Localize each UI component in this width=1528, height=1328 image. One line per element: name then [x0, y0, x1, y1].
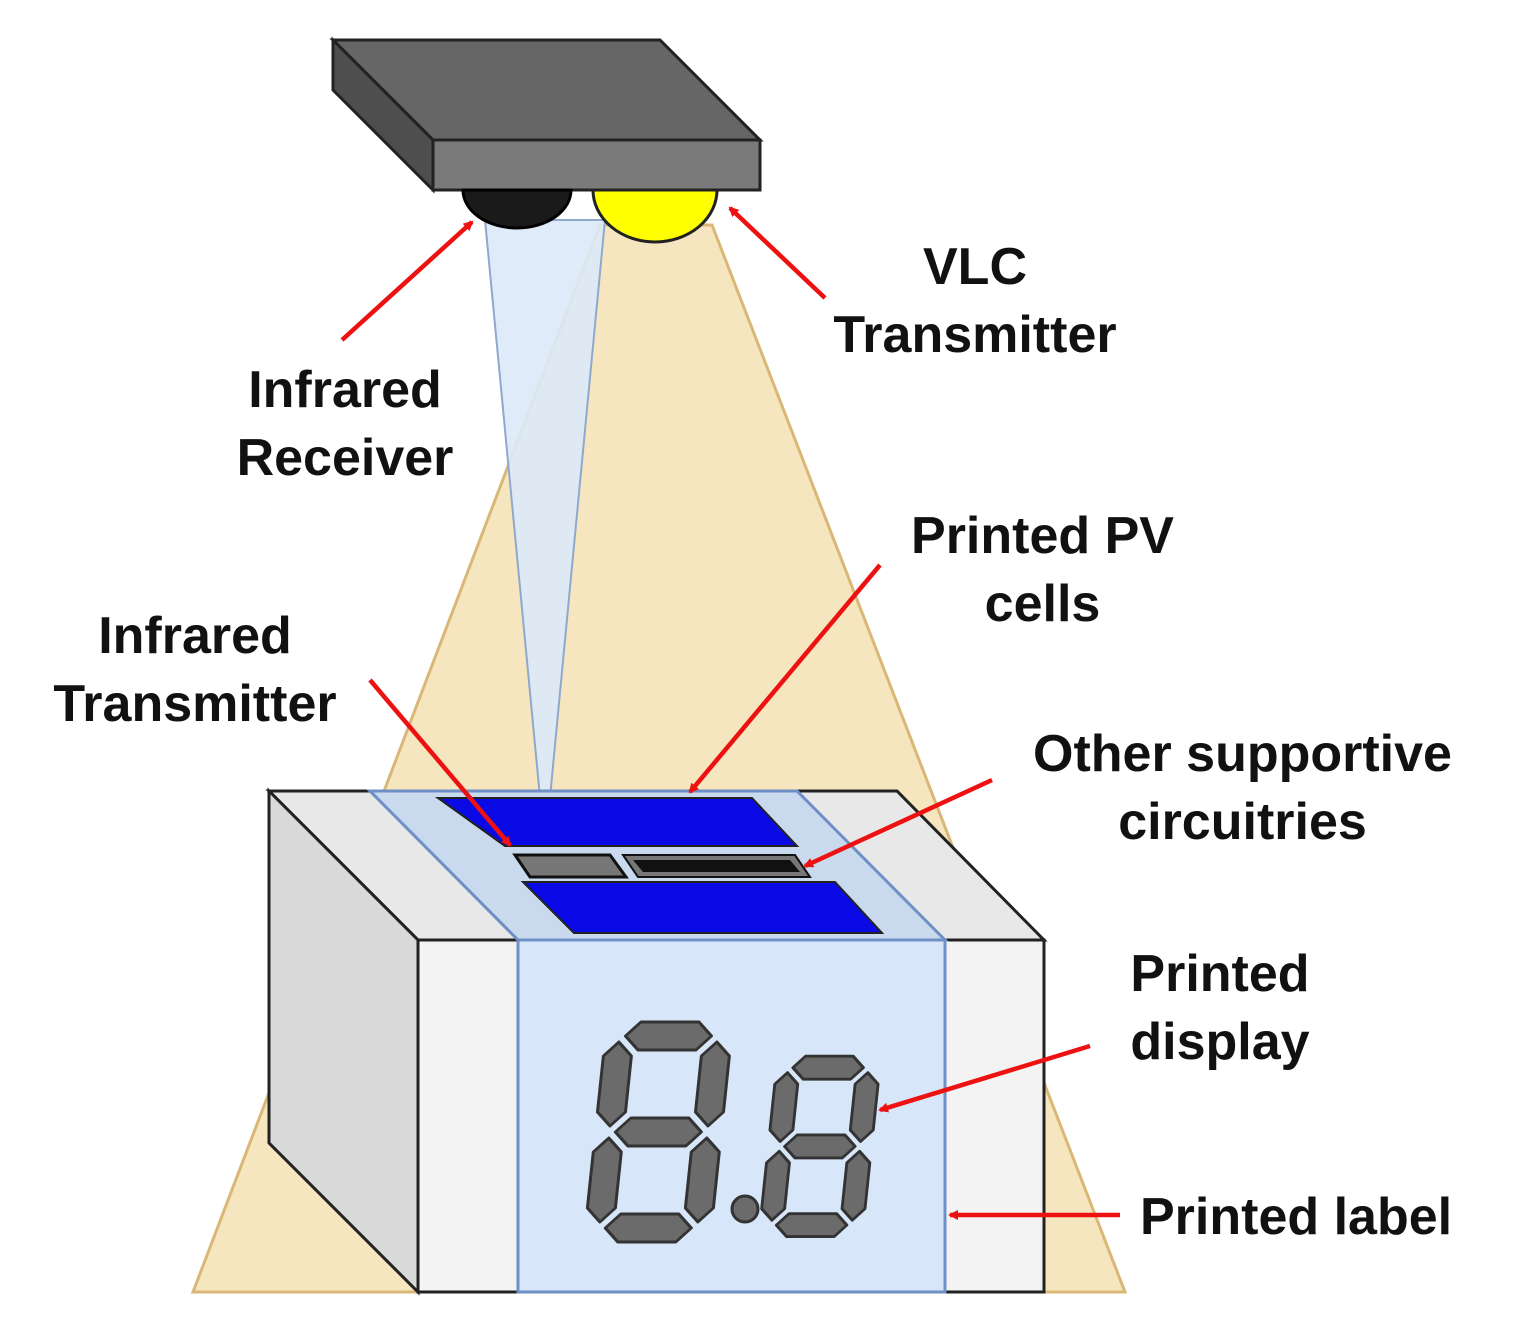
label-printed-display-line2: display	[1130, 1013, 1310, 1071]
arrow-vlc-transmitter	[728, 206, 827, 300]
infrared-transmitter-chip	[512, 853, 629, 879]
segment-d	[603, 1212, 693, 1244]
label-infrared-receiver-line1: Infrared	[248, 361, 442, 419]
label-printed-pv-cells-line1: Printed PV	[911, 507, 1174, 565]
label-vlc-transmitter-line1: VLC	[923, 238, 1027, 296]
segment-f	[768, 1071, 800, 1143]
segment-g	[613, 1116, 703, 1148]
segment-e	[585, 1136, 623, 1224]
label-printed-label: Printed label	[1140, 1183, 1452, 1251]
label-infrared-transmitter: Infrared Transmitter	[25, 602, 365, 738]
label-infrared-transmitter-line1: Infrared	[98, 607, 292, 665]
label-infrared-transmitter-line2: Transmitter	[53, 675, 337, 733]
display-digit-2	[760, 1054, 880, 1239]
segment-f	[595, 1040, 633, 1128]
label-vlc-transmitter-line2: Transmitter	[833, 306, 1117, 364]
segment-e	[760, 1149, 791, 1222]
label-vlc-transmitter: VLC Transmitter	[805, 233, 1145, 369]
segment-b	[848, 1071, 880, 1143]
arrow-printed-display	[878, 1043, 1091, 1113]
segment-d	[774, 1212, 849, 1239]
label-film-front	[516, 938, 947, 1294]
display-digit-1	[585, 1020, 731, 1244]
arrow-other-circuitries	[803, 777, 993, 869]
segment-a	[791, 1054, 865, 1081]
vlc-led-dome	[591, 188, 719, 244]
decimal-point	[730, 1194, 760, 1224]
label-other-circuitries-line2: circuitries	[1118, 793, 1367, 851]
segment-c	[840, 1149, 872, 1222]
pv-cell-front	[520, 881, 885, 934]
label-printed-pv-cells-line2: cells	[984, 575, 1101, 633]
circuitry-chip-inner	[633, 860, 800, 872]
label-infrared-receiver: Infrared Receiver	[215, 356, 475, 492]
arrow-infrared-receiver	[340, 220, 474, 342]
label-other-circuitries: Other supportive circuitries	[995, 720, 1490, 856]
ceiling-unit-front	[431, 138, 762, 192]
label-printed-label-text: Printed label	[1140, 1188, 1453, 1246]
pv-cell-back	[434, 797, 800, 847]
segment-g	[783, 1133, 857, 1160]
label-printed-display-line1: Printed	[1130, 945, 1310, 1003]
segment-b	[693, 1040, 731, 1128]
label-infrared-receiver-line2: Receiver	[236, 429, 454, 487]
segment-a	[623, 1020, 713, 1052]
label-printed-pv-cells: Printed PV cells	[875, 502, 1210, 638]
arrow-printed-pv-cells	[688, 563, 882, 794]
infrared-receiver-dome	[461, 188, 573, 230]
label-printed-display: Printed display	[1100, 940, 1340, 1076]
label-other-circuitries-line1: Other supportive	[1033, 725, 1452, 783]
segment-c	[683, 1136, 721, 1224]
ceiling-unit	[329, 36, 764, 194]
arrow-infrared-transmitter	[368, 678, 512, 847]
